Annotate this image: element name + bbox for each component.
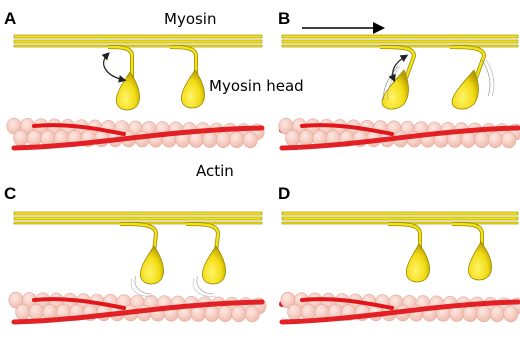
myosin-head-label: Myosin head <box>209 77 304 95</box>
actin-bead <box>490 306 504 322</box>
actin-filament <box>279 118 520 148</box>
panel-letter-b: B <box>278 9 290 28</box>
actin-bead <box>216 132 230 148</box>
actin-bead <box>232 306 246 322</box>
panel-letter-c: C <box>4 184 16 203</box>
myosin-label: Myosin <box>164 10 217 28</box>
actin-bead <box>477 306 491 322</box>
actin-bead <box>205 306 219 322</box>
panel-a: A Myosin Myosin head Actin <box>4 9 304 180</box>
actin-bead <box>299 130 313 146</box>
actin-bead <box>245 306 259 322</box>
actin-bead <box>504 306 518 322</box>
actin-bead <box>488 132 502 148</box>
myosin-filament <box>14 212 262 224</box>
actin-bead <box>301 304 315 320</box>
actin-bead <box>243 132 257 148</box>
actin-bead <box>203 132 217 148</box>
myosin-filament <box>282 35 518 47</box>
panel-letter-a: A <box>4 9 16 28</box>
actin-bead <box>475 132 489 148</box>
actin-filament <box>281 292 520 322</box>
actin-bead <box>288 304 302 320</box>
actin-bead <box>463 306 477 322</box>
actin-bead <box>218 306 232 322</box>
panel-b: B <box>278 9 520 148</box>
actin-bead <box>14 130 28 146</box>
myosin-filament <box>282 212 518 224</box>
panel-letter-d: D <box>278 184 290 203</box>
actin-bead <box>16 304 30 320</box>
actin-bead <box>29 304 43 320</box>
myosin-head <box>452 224 492 280</box>
actin-bead <box>286 130 300 146</box>
actin-label: Actin <box>196 162 234 180</box>
panel-d: D <box>278 184 520 322</box>
myosin-head <box>388 224 430 282</box>
myosin-head <box>120 224 164 296</box>
panel-c: C <box>4 184 266 322</box>
myosin-filament <box>14 35 262 47</box>
myosin-head <box>108 47 140 110</box>
myosin-head <box>450 47 494 109</box>
actin-filament <box>9 292 266 322</box>
actin-bead <box>27 130 41 146</box>
curved-double-arrow-icon <box>104 54 124 80</box>
myosin-head <box>186 224 226 296</box>
actin-bead <box>230 132 244 148</box>
myosin-head <box>380 47 414 109</box>
actin-filament <box>7 118 264 148</box>
actin-bead <box>461 132 475 148</box>
myosin-head <box>170 47 205 108</box>
actin-bead <box>502 132 516 148</box>
